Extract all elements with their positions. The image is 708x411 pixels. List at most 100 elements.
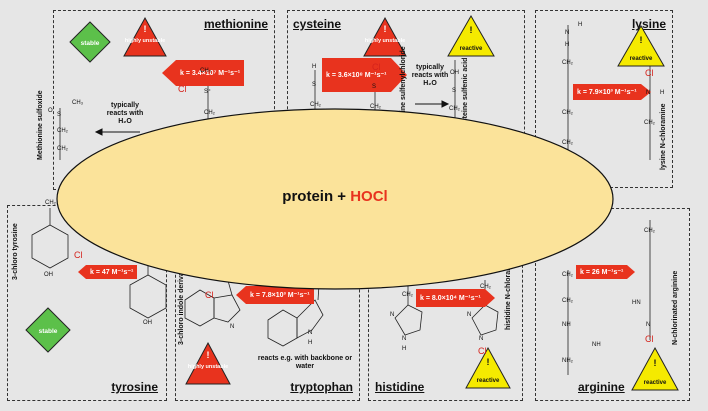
atom-label: CH₂ xyxy=(449,106,460,112)
arrow-head-left-icon xyxy=(236,286,246,304)
atom-label: CH₂ xyxy=(204,110,215,116)
badge-label: reactive xyxy=(630,56,653,62)
panel-title: methionine xyxy=(203,17,268,31)
arrow-head-right-icon xyxy=(484,289,495,307)
cysteine-rate-arrow: k = 3.6×10⁸ M⁻¹s⁻¹ xyxy=(322,58,407,92)
warning-icon: ! xyxy=(470,25,473,35)
chlorine-label: Cl xyxy=(178,84,187,94)
atom-label: N xyxy=(479,336,484,342)
atom-label: S⁺ xyxy=(204,89,212,95)
atom-label: H xyxy=(565,42,570,48)
atom-label: CH₂ xyxy=(370,104,381,110)
chlorine-label: Cl xyxy=(645,334,654,344)
warning-icon: ! xyxy=(144,24,147,34)
hocl-label: HOCl xyxy=(350,188,388,205)
tyrosine-rate-arrow: k = 47 M⁻¹s⁻¹ xyxy=(78,265,138,279)
highly-unstable-badge: ! highly unstable xyxy=(123,16,167,57)
warning-icon: ! xyxy=(654,358,657,368)
chlorine-label: Cl xyxy=(74,250,83,260)
atom-label: S xyxy=(312,82,317,88)
chlorine-label: Cl xyxy=(478,346,487,356)
protein-label: protein + xyxy=(282,188,351,205)
atom-label: O xyxy=(48,108,53,114)
atom-label: NH xyxy=(562,322,571,328)
tryptophan-rate-arrow: k = 7.8×10³ M⁻¹s⁻¹ xyxy=(236,286,314,304)
arginine-rate-arrow: k = 26 M⁻¹s⁻¹ xyxy=(576,265,636,279)
atom-label: CH₂ xyxy=(480,284,491,290)
reactive-badge: ! reactive xyxy=(617,24,665,67)
rate-label: k = 7.8×10³ M⁻¹s⁻¹ xyxy=(246,286,314,304)
arrow-head-right-icon xyxy=(627,265,636,279)
arrow-head-right-icon xyxy=(390,58,407,92)
atom-label: CH₃ xyxy=(200,68,212,74)
rate-label: k = 26 M⁻¹s⁻¹ xyxy=(576,265,628,279)
atom-label: CH₂ xyxy=(562,298,573,304)
lysine-rate-arrow: k = 7.9×10³ M⁻¹s⁻¹ xyxy=(573,84,651,100)
atom-label: CH₂ xyxy=(562,110,573,116)
atom-label: N xyxy=(402,336,407,342)
methionine-note: typically reacts with H₂O xyxy=(106,102,144,126)
warning-icon: ! xyxy=(487,357,490,367)
atom-label: H xyxy=(312,64,317,70)
rate-label: k = 8.0×10⁴ M⁻¹s⁻¹ xyxy=(416,289,485,307)
chlorine-label: Cl xyxy=(205,290,214,300)
highly-unstable-badge: ! highly unstable xyxy=(185,341,231,385)
atom-label: HN xyxy=(632,300,641,306)
badge-label: stable xyxy=(39,328,58,335)
histidine-rate-arrow: k = 8.0×10⁴ M⁻¹s⁻¹ xyxy=(416,289,495,307)
atom-label: OH xyxy=(450,70,459,76)
atom-label: OH xyxy=(143,320,152,326)
atom-label: CH₂ xyxy=(562,272,573,278)
arrow-head-right-icon xyxy=(640,84,651,100)
panel-title: tryptophan xyxy=(290,380,353,394)
atom-label: CH₂ xyxy=(402,292,413,298)
center-label: protein + HOCl xyxy=(235,188,435,205)
atom-label: NH xyxy=(592,342,601,348)
atom-label: N xyxy=(390,312,395,318)
rate-label: k = 3.4×10⁷ M⁻¹s⁻¹ xyxy=(176,60,245,86)
atom-label: CH₂ xyxy=(562,140,573,146)
warning-icon: ! xyxy=(384,24,387,34)
stable-badge: stable xyxy=(69,21,111,63)
atom-label: CH₂ xyxy=(644,228,655,234)
highly-unstable-badge: ! highly unstable xyxy=(363,16,407,57)
chlorine-label: Cl xyxy=(645,68,654,78)
atom-label: S xyxy=(372,84,377,90)
atom-label: N xyxy=(467,312,472,318)
atom-label: N xyxy=(565,30,570,36)
badge-label: stable xyxy=(81,40,100,47)
atom-label: S xyxy=(452,88,457,94)
warning-icon: ! xyxy=(640,35,643,45)
reactive-badge: ! reactive xyxy=(447,14,495,57)
atom-label: N xyxy=(230,324,235,330)
rate-label: k = 47 M⁻¹s⁻¹ xyxy=(86,265,138,279)
rate-label: k = 3.6×10⁸ M⁻¹s⁻¹ xyxy=(322,58,391,92)
arginine-panel: arginine xyxy=(535,208,690,401)
atom-label: CH₃ xyxy=(72,100,84,106)
arrow-head-left-icon xyxy=(162,60,176,86)
atom-label: OH xyxy=(44,272,53,278)
atom-label: NH₂ xyxy=(562,358,573,364)
atom-label: N xyxy=(646,322,651,328)
atom-label: CH₂ xyxy=(562,60,573,66)
atom-label: H xyxy=(308,340,313,346)
panel-title: arginine xyxy=(578,380,625,394)
rate-label: k = 7.9×10³ M⁻¹s⁻¹ xyxy=(573,84,641,100)
panel-title: tyrosine xyxy=(111,380,158,394)
warning-icon: ! xyxy=(207,350,210,360)
panel-title: cysteine xyxy=(293,17,342,31)
methionine-rate-arrow: k = 3.4×10⁷ M⁻¹s⁻¹ xyxy=(162,60,245,86)
badge-label: reactive xyxy=(460,46,483,52)
atom-label: CH₂ xyxy=(57,128,68,134)
chlorine-label: Cl xyxy=(372,62,381,72)
tryptophan-note: reacts e.g. with backbone or water xyxy=(257,355,353,371)
atom-label: CH₂ xyxy=(57,146,68,152)
atom-label: H xyxy=(402,346,407,352)
cysteine-note: typically reacts with H₂O xyxy=(411,64,449,88)
arrow-head-left-icon xyxy=(78,265,86,279)
badge-label: highly unstable xyxy=(125,38,165,44)
reactive-badge: ! reactive xyxy=(465,346,511,389)
